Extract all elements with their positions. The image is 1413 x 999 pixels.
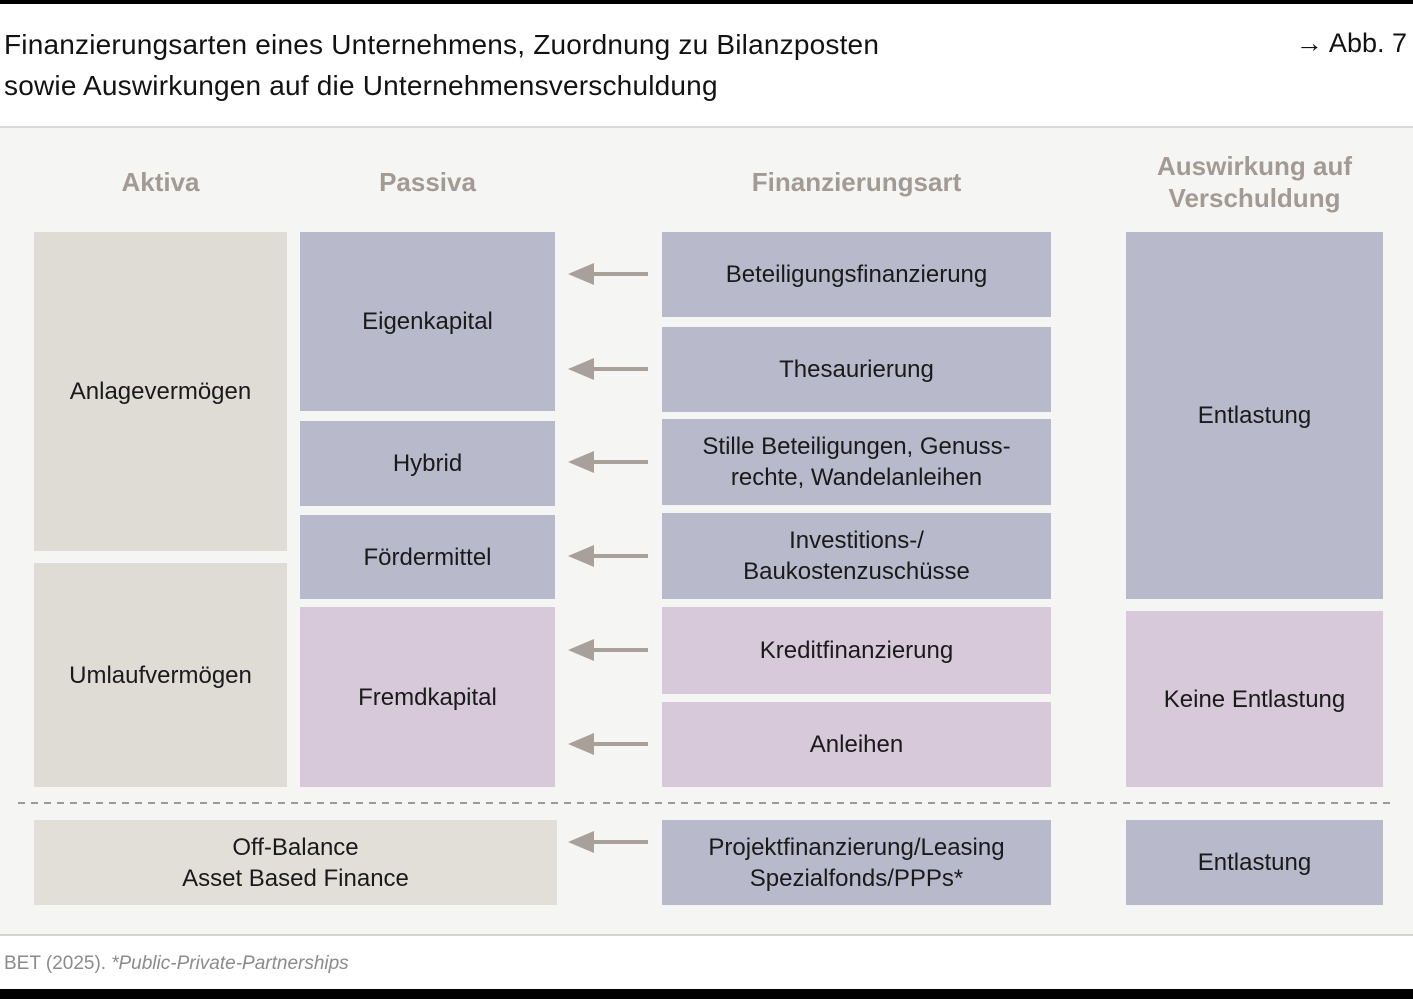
source-label: BET (2025). <box>4 953 107 974</box>
box-keine-entlastung-label: Keine Entlastung <box>1163 685 1346 713</box>
box-keine-entlastung: Keine Entlastung <box>1126 611 1383 787</box>
arrow-head-icon <box>568 733 594 755</box>
bottom-black-bar <box>0 989 1413 999</box>
box-stille-beteiligungen-line1: Stille Beteiligungen, Genuss- <box>702 433 1011 460</box>
figure-title-line2: sowie Auswirkungen auf die Unternehmensv… <box>4 70 718 101</box>
off-balance-divider <box>18 802 1395 804</box>
arrow-left-icon <box>568 831 648 853</box>
arrow-shaft <box>594 648 648 652</box>
box-off-balance-line1: Off-Balance <box>232 833 359 861</box>
box-entlastung-off-balance: Entlastung <box>1126 820 1383 905</box>
figure-number-label: → Abb. 7 <box>1295 28 1407 58</box>
box-thesaurierung: Thesaurierung <box>662 327 1051 412</box>
arrow-head-icon <box>568 358 594 380</box>
arrow-left-icon <box>568 263 648 285</box>
footnote-label: *Public-Private-Partnerships <box>111 953 349 974</box>
box-investitionszuschuesse-line2: Baukostenzuschüsse <box>743 558 970 585</box>
box-entlastung-label: Entlastung <box>1197 402 1312 429</box>
column-header-aktiva: Aktiva <box>121 167 200 197</box>
title-divider <box>0 126 1413 128</box>
top-black-bar <box>0 0 1413 4</box>
arrow-shaft <box>594 367 648 371</box>
arrow-head-icon <box>568 639 594 661</box>
canvas-bottom-divider <box>0 934 1413 936</box>
box-entlastung: Entlastung <box>1126 232 1383 599</box>
arrow-left-icon <box>568 451 648 473</box>
column-header-passiva: Passiva <box>379 167 476 197</box>
arrow-left-icon <box>568 545 648 567</box>
box-kreditfinanzierung: Kreditfinanzierung <box>662 607 1051 694</box>
arrow-head-icon <box>568 831 594 853</box>
box-fremdkapital-label: Fremdkapital <box>358 683 497 711</box>
box-anlagevermoegen-label: Anlagevermögen <box>69 378 252 405</box>
box-hybrid: Hybrid <box>300 421 555 506</box>
box-beteiligungsfinanzierung: Beteiligungsfinanzierung <box>662 232 1051 317</box>
box-investitionszuschuesse-line1: Investitions-/ <box>789 527 924 554</box>
arrow-shaft <box>594 460 648 464</box>
box-foerdermittel: Fördermittel <box>300 515 555 599</box>
box-foerdermittel-label: Fördermittel <box>363 543 492 571</box>
arrow-shaft <box>594 272 648 276</box>
box-eigenkapital-label: Eigenkapital <box>362 308 493 335</box>
column-header-auswirkung: Auswirkung auf Verschuldung <box>1126 150 1383 214</box>
arrow-left-icon <box>568 358 648 380</box>
column-header-finanzierungsart: Finanzierungsart <box>751 167 962 197</box>
figure-title: Finanzierungsarten eines Unternehmens, Z… <box>4 24 879 106</box>
column-header-auswirkung-line1: Auswirkung auf <box>1156 151 1352 181</box>
box-stille-beteiligungen-line2: rechte, Wandelanleihen <box>730 464 983 491</box>
box-projektfinanzierung: Projektfinanzierung/Leasing Spezialfonds… <box>662 820 1051 905</box>
box-projektfinanzierung-line2: Spezialfonds/PPPs* <box>749 864 964 892</box>
arrow-head-icon <box>568 545 594 567</box>
arrow-shaft <box>594 554 648 558</box>
box-thesaurierung-label: Thesaurierung <box>779 356 934 383</box>
source-line: BET (2025).*Public-Private-Partnerships <box>4 953 349 975</box>
arrow-head-icon <box>568 451 594 473</box>
arrow-shaft <box>594 840 648 844</box>
arrow-left-icon <box>568 639 648 661</box>
box-entlastung-off-balance-label: Entlastung <box>1197 849 1312 876</box>
box-off-balance-line2: Asset Based Finance <box>182 864 409 892</box>
box-anlagevermoegen: Anlagevermögen <box>34 232 287 551</box>
box-stille-beteiligungen: Stille Beteiligungen, Genuss- rechte, Wa… <box>662 419 1051 505</box>
box-projektfinanzierung-line1: Projektfinanzierung/Leasing <box>708 833 1005 861</box>
box-kreditfinanzierung-label: Kreditfinanzierung <box>759 637 954 664</box>
arrow-shaft <box>594 742 648 746</box>
box-umlaufvermoegen-label: Umlaufvermögen <box>69 661 252 689</box>
box-anleihen: Anleihen <box>662 702 1051 787</box>
arrow-left-icon <box>568 733 648 755</box>
box-anleihen-label: Anleihen <box>809 731 904 758</box>
column-header-auswirkung-line2: Verschuldung <box>1168 183 1341 213</box>
figure-title-line1: Finanzierungsarten eines Unternehmens, Z… <box>4 29 880 60</box>
arrow-head-icon <box>568 263 594 285</box>
box-off-balance: Off-Balance Asset Based Finance <box>34 820 557 905</box>
box-beteiligungsfinanzierung-label: Beteiligungsfinanzierung <box>725 261 988 288</box>
box-eigenkapital: Eigenkapital <box>300 232 555 411</box>
box-investitionszuschuesse: Investitions-/ Baukostenzuschüsse <box>662 513 1051 599</box>
box-hybrid-label: Hybrid <box>392 450 463 477</box>
box-fremdkapital: Fremdkapital <box>300 607 555 787</box>
box-umlaufvermoegen: Umlaufvermögen <box>34 563 287 787</box>
